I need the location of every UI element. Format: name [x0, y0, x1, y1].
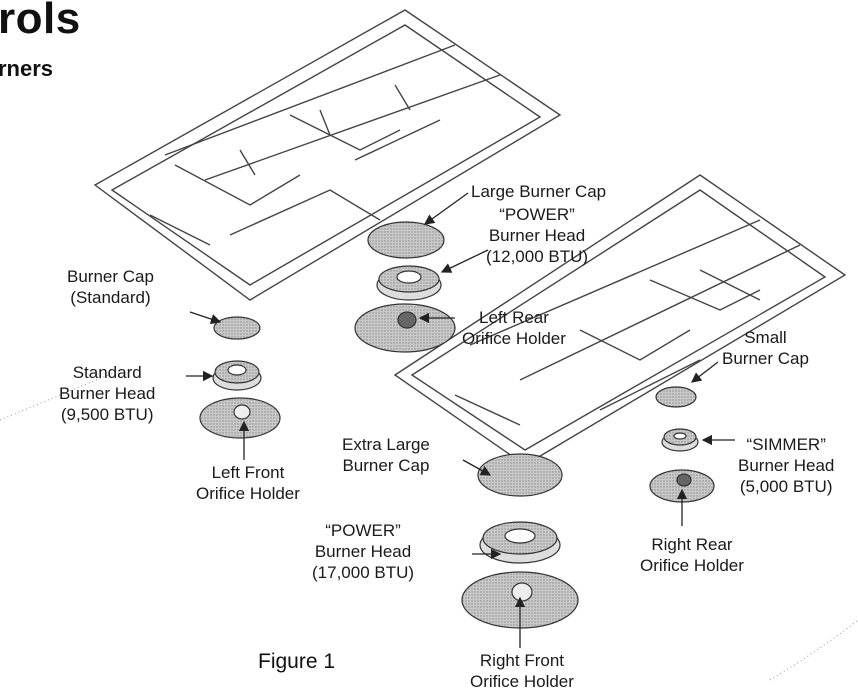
guide-line: [0, 369, 121, 421]
label-line: Orifice Holder: [462, 329, 566, 348]
label-left-front-orifice: Left Front Orifice Holder: [196, 462, 300, 504]
label-extra-large-burner-cap: Extra Large Burner Cap: [342, 434, 430, 476]
label-line: Standard: [72, 363, 142, 382]
left-rear-burner: [354, 221, 456, 353]
label-line: Right Front: [479, 651, 564, 670]
label-line: Small: [744, 328, 787, 347]
label-line: Large Burner Cap: [471, 182, 607, 201]
label-power-burner-head-17000: “POWER” Burner Head (17,000 BTU): [312, 520, 414, 583]
guide-line: [769, 619, 858, 681]
label-line: Left Rear: [478, 308, 549, 327]
label-line: Burner Head: [59, 384, 156, 403]
label-line: “POWER”: [325, 521, 401, 540]
label-line: “POWER”: [499, 205, 575, 224]
section-title: rols: [0, 0, 81, 43]
right-rear-burner: [649, 386, 715, 503]
label-right-rear-orifice: Right Rear Orifice Holder: [640, 534, 744, 576]
label-power-burner-head-12000: “POWER” Burner Head (12,000 BTU): [486, 204, 588, 267]
label-small-burner-cap: Small Burner Cap: [722, 327, 809, 369]
label-line: (5,000 BTU): [739, 477, 833, 496]
label-line: Orifice Holder: [196, 484, 300, 503]
label-large-burner-cap: Large Burner Cap: [471, 181, 606, 202]
left-front-burner: [199, 316, 281, 439]
label-line: Burner Cap: [67, 267, 154, 286]
label-line: Extra Large: [342, 435, 430, 454]
label-line: Burner Head: [314, 542, 412, 561]
label-line: Burner Cap: [342, 456, 430, 475]
label-line: Orifice Holder: [640, 556, 744, 575]
label-line: Burner Head: [488, 226, 586, 245]
right-grate: [393, 174, 847, 466]
label-right-front-orifice: Right Front Orifice Holder: [470, 650, 574, 692]
label-simmer-burner-head: “SIMMER” Burner Head (5,000 BTU): [738, 434, 834, 497]
label-standard-burner-head: Standard Burner Head (9,500 BTU): [59, 362, 155, 425]
label-line: (17,000 BTU): [312, 563, 415, 582]
label-line: (Standard): [70, 288, 151, 307]
label-line: Left Front: [211, 463, 285, 482]
section-subtitle: rners: [0, 56, 54, 81]
label-line: Burner Head: [738, 456, 835, 475]
label-line: (9,500 BTU): [60, 405, 154, 424]
label-line: Right Rear: [651, 535, 733, 554]
label-line: Orifice Holder: [470, 672, 574, 691]
left-grate: [93, 9, 562, 301]
label-left-rear-orifice: Left Rear Orifice Holder: [462, 307, 566, 349]
label-line: (12,000 BTU): [486, 247, 589, 266]
label-line: “SIMMER”: [746, 435, 826, 454]
label-burner-cap-standard: Burner Cap (Standard): [67, 266, 154, 308]
label-line: Burner Cap: [722, 349, 809, 368]
callout-arrows: [186, 192, 735, 648]
figure-caption: Figure 1: [258, 650, 336, 673]
